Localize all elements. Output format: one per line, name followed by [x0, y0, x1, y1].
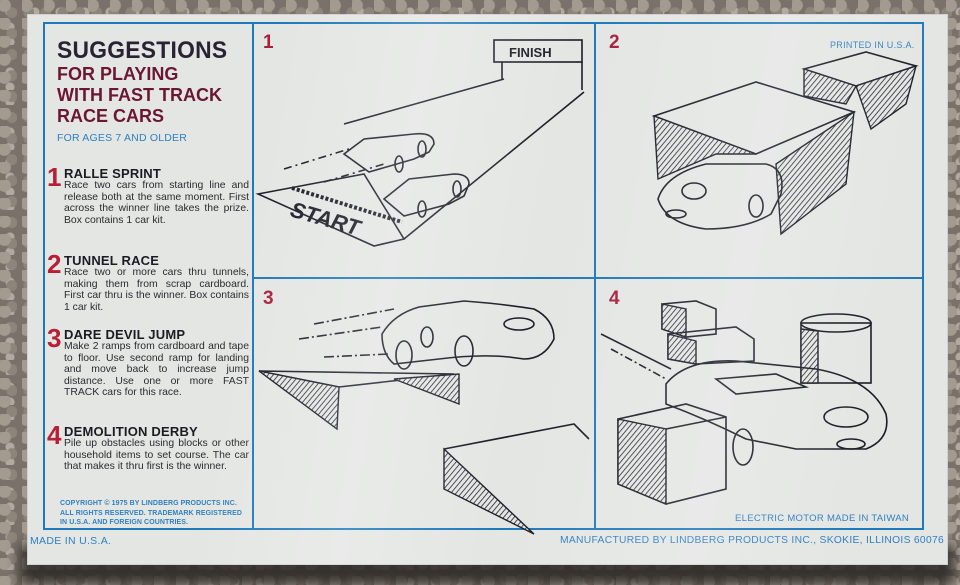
tip-heading: DARE DEVIL JUMP — [64, 327, 186, 342]
panel-1-number: 1 — [263, 32, 274, 53]
left-column-divider — [252, 22, 254, 530]
manufacturer-line: MANUFACTURED BY LINDBERG PRODUCTS INC., … — [560, 535, 945, 546]
tip-body: Pile up obstacles using blocks or other … — [64, 438, 249, 472]
age-recommendation: FOR AGES 7 AND OLDER — [57, 132, 188, 144]
printed-in-usa: PRINTED IN U.S.A. — [830, 40, 915, 50]
subtitle-line: WITH FAST TRACK — [57, 85, 222, 105]
blue-outer-frame — [43, 22, 924, 530]
copyright-line: COPYRIGHT © 1975 BY LINDBERG PRODUCTS IN… — [60, 498, 237, 507]
copyright-notice: COPYRIGHT © 1975 BY LINDBERG PRODUCTS IN… — [60, 498, 242, 527]
finish-label: FINISH — [509, 45, 552, 60]
panel-3-number: 3 — [263, 288, 274, 309]
tip-number: 3 — [47, 323, 62, 353]
start-label: START — [288, 197, 365, 241]
tunnel-illustration — [651, 51, 919, 236]
tip-heading: TUNNEL RACE — [64, 253, 160, 268]
tip-number: 1 — [47, 162, 62, 192]
tip-body: Race two or more cars thru tunnels, maki… — [64, 267, 249, 313]
electric-motor-note: ELECTRIC MOTOR MADE IN TAIWAN — [735, 513, 910, 524]
panel-2-number: 2 — [609, 32, 620, 53]
tip-heading: RALLE SPRINT — [64, 166, 162, 181]
copyright-line: ALL RIGHTS RESERVED. TRADEMARK REGISTERE… — [60, 507, 243, 517]
copyright-line: IN U.S.A. AND FOREIGN COUNTRIES. — [60, 517, 189, 526]
panel-horizontal-divider — [252, 277, 924, 279]
toy-box-back-panel: SUGGESTIONS FOR PLAYING WITH FAST TRACK … — [27, 14, 948, 565]
panel-4-number: 4 — [609, 288, 620, 309]
tip-body: Make 2 ramps from cardboard and tape to … — [64, 341, 249, 398]
race-strip-illustration: FINISH START — [255, 39, 585, 247]
panel-vertical-divider — [594, 22, 596, 530]
suggestions-title: SUGGESTIONS — [57, 37, 228, 64]
tip-heading: DEMOLITION DERBY — [64, 424, 198, 439]
subtitle-line: RACE CARS — [57, 106, 165, 126]
suggestions-subtitle: FOR PLAYING WITH FAST TRACK RACE CARS — [57, 64, 257, 127]
demolition-derby-illustration — [600, 300, 888, 506]
jump-ramp-illustration — [258, 300, 590, 535]
made-in-usa: MADE IN U.S.A. — [30, 535, 112, 547]
tip-number: 4 — [47, 420, 62, 450]
tip-number: 2 — [47, 249, 62, 279]
subtitle-line: FOR PLAYING — [57, 64, 179, 84]
suggestions-column: SUGGESTIONS FOR PLAYING WITH FAST TRACK … — [45, 22, 253, 527]
tip-body: Race two cars from starting line and rel… — [64, 180, 249, 226]
